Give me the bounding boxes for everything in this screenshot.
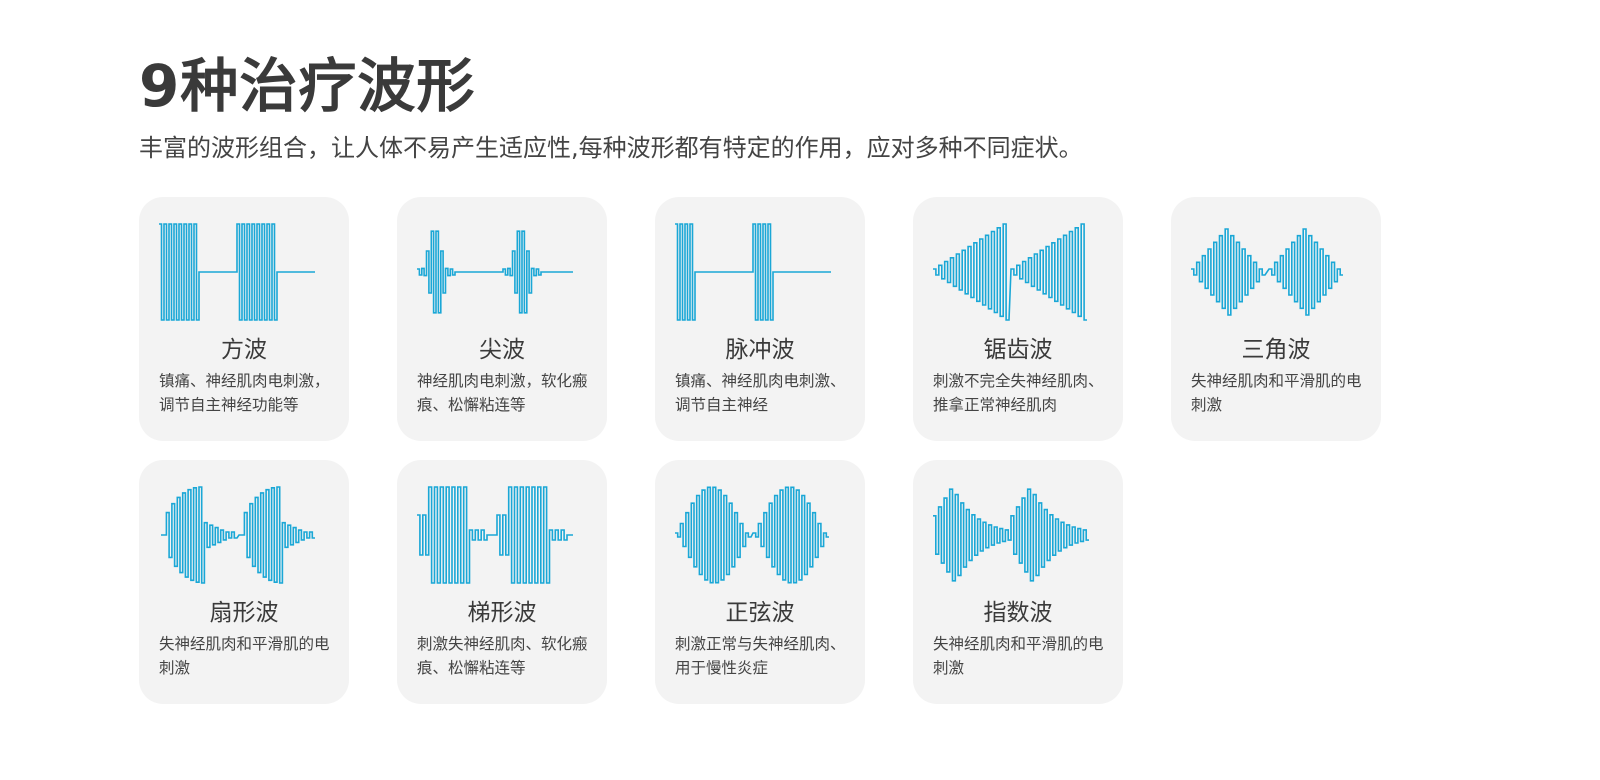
spike-wave-path xyxy=(417,230,573,314)
waveform-description: 镇痛、神经肌肉电刺激，调节自主神经功能等 xyxy=(159,372,330,414)
waveform-name: 正弦波 xyxy=(725,600,795,626)
waveform-grid: 方波 镇痛、神经肌肉电刺激，调节自主神经功能等 尖波 神经肌肉电刺激，软化瘢痕、… xyxy=(139,197,1439,717)
waveform-card-pulse: 脉冲波 镇痛、神经肌肉电刺激、调节自主神经 xyxy=(655,197,865,441)
page-subtitle: 丰富的波形组合，让人体不易产生适应性,每种波形都有特定的作用，应对多种不同症状。 xyxy=(139,134,1083,162)
waveform-card-sawtooth: 锯齿波 刺激不完全失神经肌肉、推拿正常神经肌肉 xyxy=(913,197,1123,441)
waveform-card-square: 方波 镇痛、神经肌肉电刺激，调节自主神经功能等 xyxy=(139,197,349,441)
pulse-wave-icon xyxy=(673,215,847,329)
waveform-description: 失神经肌肉和平滑肌的电刺激 xyxy=(159,635,330,677)
waveform-name: 锯齿波 xyxy=(983,337,1053,363)
square-wave-icon xyxy=(157,215,331,329)
sawtooth-wave-icon xyxy=(931,215,1105,329)
waveform-card-fan: 扇形波 失神经肌肉和平滑肌的电刺激 xyxy=(139,460,349,704)
sine-wave-icon xyxy=(673,478,847,592)
triangle-wave-icon xyxy=(1189,215,1363,329)
waveform-description: 刺激失神经肌肉、软化瘢痕、松懈粘连等 xyxy=(417,635,588,677)
trapezoid-wave-icon xyxy=(415,478,589,592)
waveform-card-sine: 正弦波 刺激正常与失神经肌肉、用于慢性炎症 xyxy=(655,460,865,704)
waveform-name: 方波 xyxy=(221,337,267,363)
waveform-description: 刺激正常与失神经肌肉、用于慢性炎症 xyxy=(675,635,846,677)
waveform-card-spike: 尖波 神经肌肉电刺激，软化瘢痕、松懈粘连等 xyxy=(397,197,607,441)
exponential-wave-icon xyxy=(931,478,1105,592)
waveform-name: 脉冲波 xyxy=(725,337,795,363)
waveform-card-trapezoid: 梯形波 刺激失神经肌肉、软化瘢痕、松懈粘连等 xyxy=(397,460,607,704)
waveform-name: 指数波 xyxy=(983,600,1053,626)
waveform-description: 失神经肌肉和平滑肌的电刺激 xyxy=(933,635,1104,677)
waveform-description: 刺激不完全失神经肌肉、推拿正常神经肌肉 xyxy=(933,372,1104,414)
square-wave-path xyxy=(159,223,315,321)
fan-wave-path xyxy=(161,486,315,584)
waveform-description: 镇痛、神经肌肉电刺激、调节自主神经 xyxy=(675,372,846,414)
page-title: 9种治疗波形 xyxy=(139,52,476,120)
exponential-wave-path xyxy=(933,488,1089,582)
waveform-description: 失神经肌肉和平滑肌的电刺激 xyxy=(1191,372,1362,414)
sine-wave-path xyxy=(675,486,829,584)
pulse-wave-path xyxy=(675,223,831,321)
waveform-name: 三角波 xyxy=(1241,337,1311,363)
sawtooth-wave-path xyxy=(933,223,1087,321)
waveform-name: 尖波 xyxy=(479,337,525,363)
waveform-description: 神经肌肉电刺激，软化瘢痕、松懈粘连等 xyxy=(417,372,588,414)
fan-wave-icon xyxy=(157,478,331,592)
waveform-card-triangle: 三角波 失神经肌肉和平滑肌的电刺激 xyxy=(1171,197,1381,441)
waveform-name: 扇形波 xyxy=(209,600,279,626)
triangle-wave-path xyxy=(1191,228,1343,316)
spike-wave-icon xyxy=(415,215,589,329)
waveform-card-exponential: 指数波 失神经肌肉和平滑肌的电刺激 xyxy=(913,460,1123,704)
waveform-name: 梯形波 xyxy=(467,600,537,626)
trapezoid-wave-path xyxy=(417,486,573,584)
